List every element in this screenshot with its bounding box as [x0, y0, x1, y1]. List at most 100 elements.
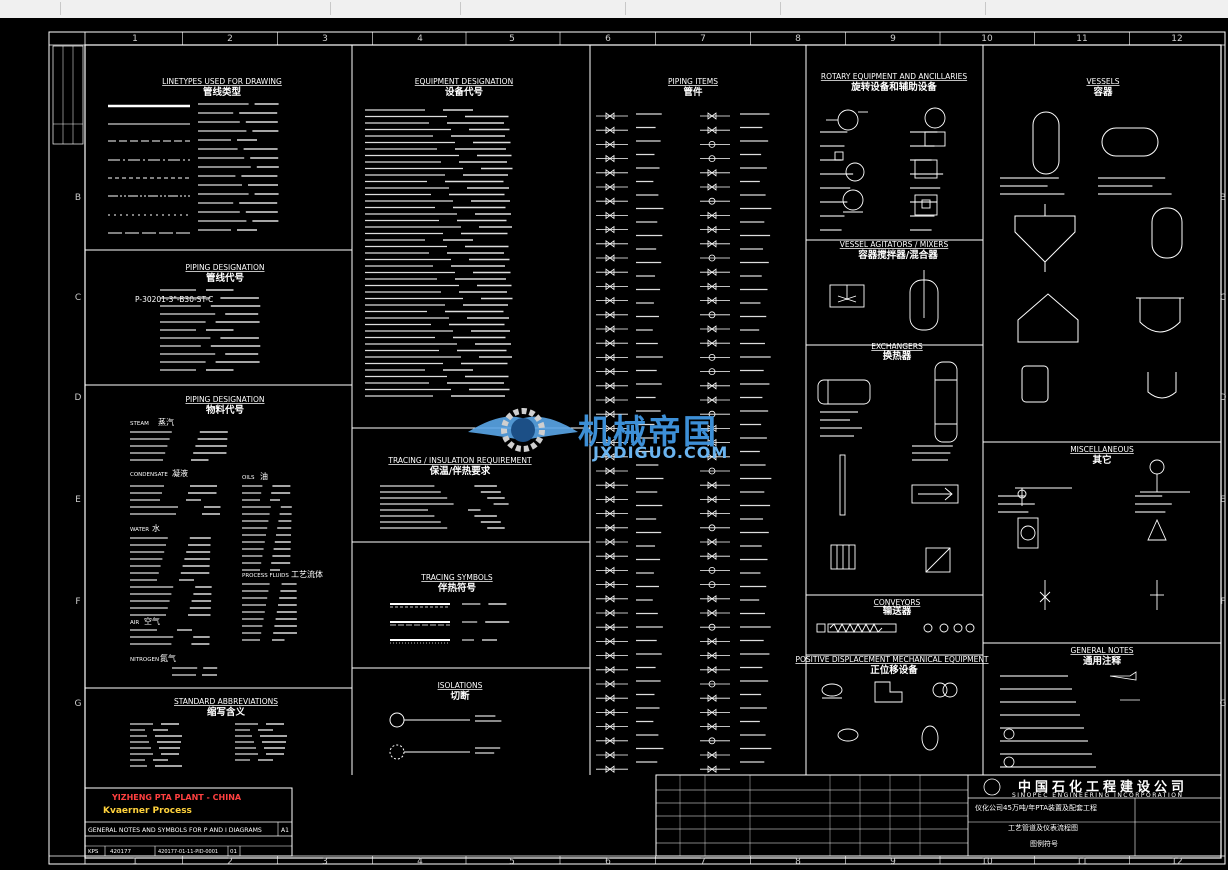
grid-column-label: 7 [700, 34, 706, 44]
tracing-symbols-title-cn: 伴热符号 [437, 582, 477, 594]
piping-items-title-cn: 管件 [683, 86, 703, 98]
toolbar-separator [985, 2, 1026, 15]
linetypes-title: LINETYPES USED FOR DRAWING [162, 77, 282, 86]
grid-column-label: 2 [227, 857, 233, 866]
grid-column-label: 9 [890, 857, 896, 866]
grid-column-label: 2 [227, 34, 233, 44]
positive-displacement-symbols [821, 681, 958, 751]
misc-title: MISCELLANEOUS [1070, 445, 1134, 454]
oils-label: OILS [242, 475, 255, 481]
grid-column-label: 3 [322, 857, 328, 866]
watermark-url: JXDIGUO.COM [593, 443, 729, 462]
rotary-title: ROTARY EQUIPMENT AND ANCILLARIES [821, 72, 968, 81]
grid-column-label: 11 [1076, 857, 1087, 866]
conveyors-title-cn: 输送器 [883, 605, 912, 617]
tracing-requirement-title-cn: 保温/伴热要求 [429, 465, 491, 477]
grid-column-label: 8 [795, 857, 801, 866]
grid-row-label: F [75, 597, 80, 607]
linetypes-title-cn: 管线类型 [203, 86, 242, 98]
grid-column-label: 12 [1171, 857, 1182, 866]
isolations-title: ISOLATIONS [438, 681, 483, 690]
grid-column-label: 8 [795, 34, 801, 44]
vessels-title-cn: 容器 [1092, 86, 1113, 98]
drawing-number: 420177-01-11-PID-0001 [158, 849, 218, 855]
toolbar-separator [780, 2, 821, 15]
exchangers-title: EXCHANGERS [871, 342, 923, 351]
piping-items-title: PIPING ITEMS [668, 77, 718, 86]
grid-column-label: 5 [509, 857, 515, 866]
grid-column-label: 10 [981, 857, 993, 866]
grid-column-label: 1 [132, 857, 138, 866]
grid-column-label: 6 [605, 34, 611, 44]
rotary-title-cn: 旋转设备和辅助设备 [850, 81, 937, 93]
piping-designation-title: PIPING DESIGNATION [185, 263, 264, 272]
grid-column-label: 10 [981, 34, 993, 44]
tracing-requirement-title: TRACING / INSULATION REQUIREMENT [387, 456, 532, 465]
conveyor-symbols [816, 622, 975, 634]
material-designation-title-cn: 物料代号 [206, 404, 245, 416]
grid-row-label: C [75, 293, 81, 303]
agitators-title: VESSEL AGITATORS / MIXERS [840, 240, 949, 249]
project-name-cn: 仪化公司45万吨/年PTA装置及配套工程 [975, 803, 1097, 812]
watermark-logo-icon [468, 408, 578, 452]
agitators-title-cn: 容器搅拌器/混合器 [857, 249, 938, 261]
toolbar-separator [460, 2, 501, 15]
grid-column-label: 7 [700, 857, 706, 866]
equipment-title-cn: 设备代号 [445, 86, 484, 98]
process-fluids-label-cn: 工艺流体 [291, 569, 323, 579]
vessels-title: VESSELS [1086, 77, 1119, 86]
steam-label: STEAM [130, 421, 149, 427]
tracing-symbols-title: TRACING SYMBOLS [420, 573, 493, 582]
sheet-size: A1 [281, 827, 289, 834]
equipment-title: EQUIPMENT DESIGNATION [415, 77, 513, 86]
condensate-label: CONDENSATE [130, 472, 168, 478]
conveyors-title: CONVEYORS [874, 598, 921, 607]
isolation-symbols [389, 712, 470, 760]
grid-column-label: 12 [1171, 34, 1182, 44]
grid-column-label: 4 [417, 34, 423, 44]
water-label: WATER [130, 527, 149, 533]
grid-column-label: 5 [509, 34, 515, 44]
exchanger-symbols [817, 361, 959, 573]
steam-label-cn: 蒸汽 [158, 417, 174, 427]
toolbar-separator [625, 2, 666, 15]
water-label-cn: 水 [152, 523, 160, 533]
positive-displacement-title: POSITIVE DISPLACEMENT MECHANICAL EQUIPME… [795, 655, 988, 664]
company-name-en: SINOPEC ENGINEERING INCORPORATION [1012, 792, 1183, 799]
piping-item-symbols [596, 112, 730, 773]
job-number: 420177 [110, 849, 131, 855]
company-name-cn: 中国石化工程建设公司 [1018, 779, 1188, 795]
abbreviations-title-cn: 缩写含义 [207, 706, 246, 718]
isolations-title-cn: 切断 [450, 690, 470, 702]
general-notes-title: GENERAL NOTES [1070, 646, 1133, 655]
grid-column-label: 9 [890, 34, 896, 44]
revision-strip [52, 45, 84, 145]
grid-row-label: G [1220, 699, 1227, 709]
linetype-samples [108, 104, 190, 234]
general-notes-symbols [1003, 671, 1140, 768]
legend-detail-lines [130, 103, 1172, 768]
air-label: AIR [130, 620, 139, 626]
grid-row-label: B [1220, 193, 1226, 203]
grid-column-label: 3 [322, 34, 328, 44]
title-block: YIZHENG PTA PLANT - CHINA Kvaerner Proce… [84, 774, 1222, 857]
grid-column-label: 11 [1076, 34, 1087, 44]
grid-row-label: D [1220, 393, 1227, 403]
grid-row-label: B [75, 193, 81, 203]
air-label-cn: 空气 [144, 616, 160, 626]
abbreviations-title: STANDARD ABBREVIATIONS [174, 697, 278, 706]
toolbar-separator [330, 2, 371, 15]
grid-row-label: E [75, 495, 81, 505]
drawing-title: GENERAL NOTES AND SYMBOLS FOR P AND I DI… [88, 827, 262, 834]
grid-row-label: F [1220, 597, 1225, 607]
positive-displacement-title-cn: 正位移设备 [870, 664, 918, 676]
oils-label-cn: 油 [260, 471, 268, 481]
exchangers-title-cn: 换热器 [883, 350, 912, 362]
grid-row-label: D [75, 393, 82, 403]
contractor-name: Kvaerner Process [103, 806, 192, 816]
rotary-equipment-symbols [826, 107, 946, 216]
grid-row-label: C [1220, 293, 1226, 303]
